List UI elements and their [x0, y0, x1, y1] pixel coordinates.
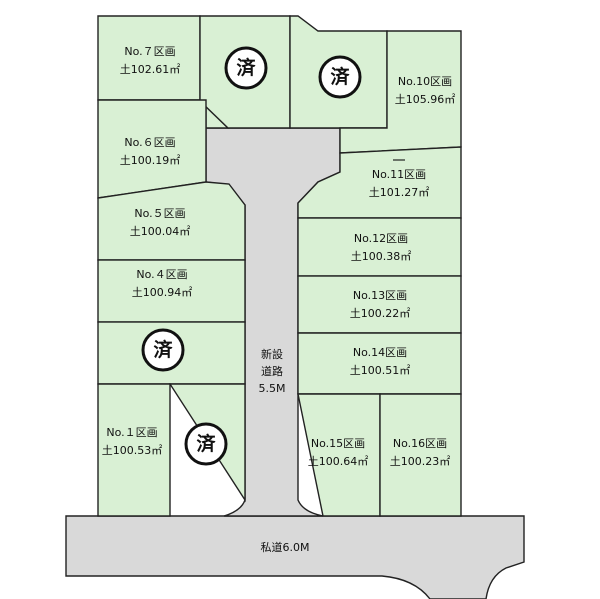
lot-1-name: No.１区画 [106, 426, 157, 439]
lot-11-parcel[interactable] [297, 146, 462, 219]
lot-4-name: No.４区画 [136, 268, 187, 281]
lot-13-name: No.13区画 [353, 289, 407, 302]
lot-13-parcel[interactable] [297, 275, 462, 334]
lot-1-area: 土100.53㎡ [102, 444, 163, 457]
sold-marker-lot-b: 済 [318, 55, 362, 99]
lot-15-area: 土100.64㎡ [308, 455, 369, 468]
lot-4-parcel[interactable] [97, 259, 246, 323]
private-road-label: 私道6.0M [261, 540, 310, 554]
sold-mark-text: 済 [330, 65, 350, 88]
lot-5-name: No.５区画 [134, 207, 185, 220]
lot-6-area: 土100.19㎡ [120, 154, 181, 167]
lot-6-parcel[interactable] [97, 99, 207, 199]
lot-14-name: No.14区画 [353, 346, 407, 359]
lot-13-area: 土100.22㎡ [350, 307, 411, 320]
lot-11-area: 土101.27㎡ [369, 186, 430, 199]
sold-mark-text: 済 [196, 432, 216, 455]
new-road-label-1: 新設 [261, 347, 283, 361]
sold-marker-lot-c: 済 [141, 328, 185, 372]
sold-mark-text: 済 [153, 338, 173, 361]
sold-marker-lot-d: 済 [184, 422, 228, 466]
lot-12-name: No.12区画 [354, 232, 408, 245]
lot-7-area: 土102.61㎡ [120, 63, 181, 76]
private-road [65, 515, 525, 599]
lot-4-area: 土100.94㎡ [132, 286, 193, 299]
lot-16-name: No.16区画 [393, 437, 447, 450]
new-road-label-2: 道路 [261, 364, 283, 378]
lot-12-area: 土100.38㎡ [351, 250, 412, 263]
lot-11-name: No.11区画 [372, 168, 426, 181]
lot-15-name: No.15区画 [311, 437, 365, 450]
lot-5-area: 土100.04㎡ [130, 225, 191, 238]
lot-6-name: No.６区画 [124, 136, 175, 149]
lot-7-name: No.７区画 [124, 45, 175, 58]
lot-14-area: 土100.51㎡ [350, 364, 411, 377]
sold-marker-lot-a: 済 [224, 46, 268, 90]
lot-10-area: 土105.96㎡ [395, 93, 456, 106]
lot-16-area: 土100.23㎡ [390, 455, 451, 468]
lot-10-name: No.10区画 [398, 75, 452, 88]
new-road-width: 5.5M [259, 382, 286, 395]
lot-1-parcel[interactable] [97, 383, 171, 517]
sold-mark-text: 済 [236, 56, 256, 79]
lot-12-parcel[interactable] [297, 217, 462, 277]
lot-16-parcel[interactable] [379, 393, 462, 517]
